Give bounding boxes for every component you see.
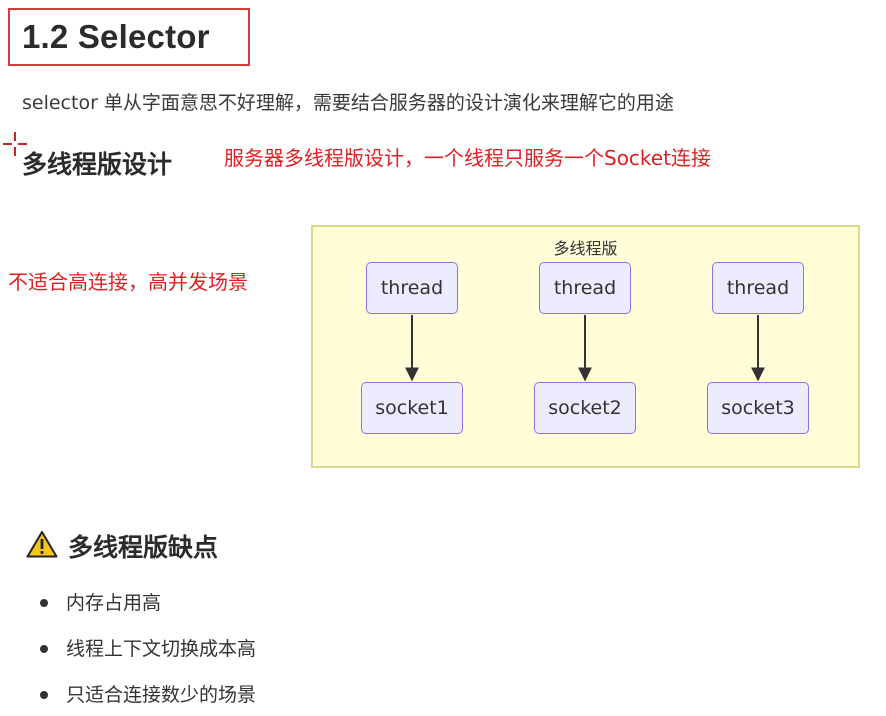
list-item: 只适合连接数少的场景 (36, 680, 256, 716)
thread-node-3: thread (712, 262, 804, 314)
diagram-title: 多线程版 (553, 239, 618, 258)
annotation-design: 服务器多线程版设计，一个线程只服务一个Socket连接 (224, 146, 711, 170)
annotation-unsuitable: 不适合高连接，高并发场景 (8, 270, 248, 294)
page-title: 1.2 Selector (22, 18, 210, 55)
intro-paragraph: selector 单从字面意思不好理解，需要结合服务器的设计演化来理解它的用途 (22, 92, 674, 114)
socket-node-2: socket2 (534, 382, 636, 434)
socket-node-3: socket3 (707, 382, 809, 434)
cons-heading: 多线程版缺点 (68, 533, 219, 562)
diagram-arrows (405, 315, 765, 382)
thread-node-2: thread (539, 262, 631, 314)
list-item: 内存占用高 (36, 588, 256, 634)
list-item: 线程上下文切换成本高 (36, 634, 256, 680)
title-highlight-box (8, 8, 250, 66)
section-heading-multithread: 多线程版设计 (22, 150, 173, 179)
multithread-diagram: 多线程版 thread thread thread socket1 socket… (311, 225, 860, 468)
crosshair-cursor-icon (3, 132, 27, 156)
socket-node-1: socket1 (361, 382, 463, 434)
thread-node-1: thread (366, 262, 458, 314)
cons-list: 内存占用高 线程上下文切换成本高 只适合连接数少的场景 (36, 588, 256, 716)
warning-icon (26, 531, 58, 558)
